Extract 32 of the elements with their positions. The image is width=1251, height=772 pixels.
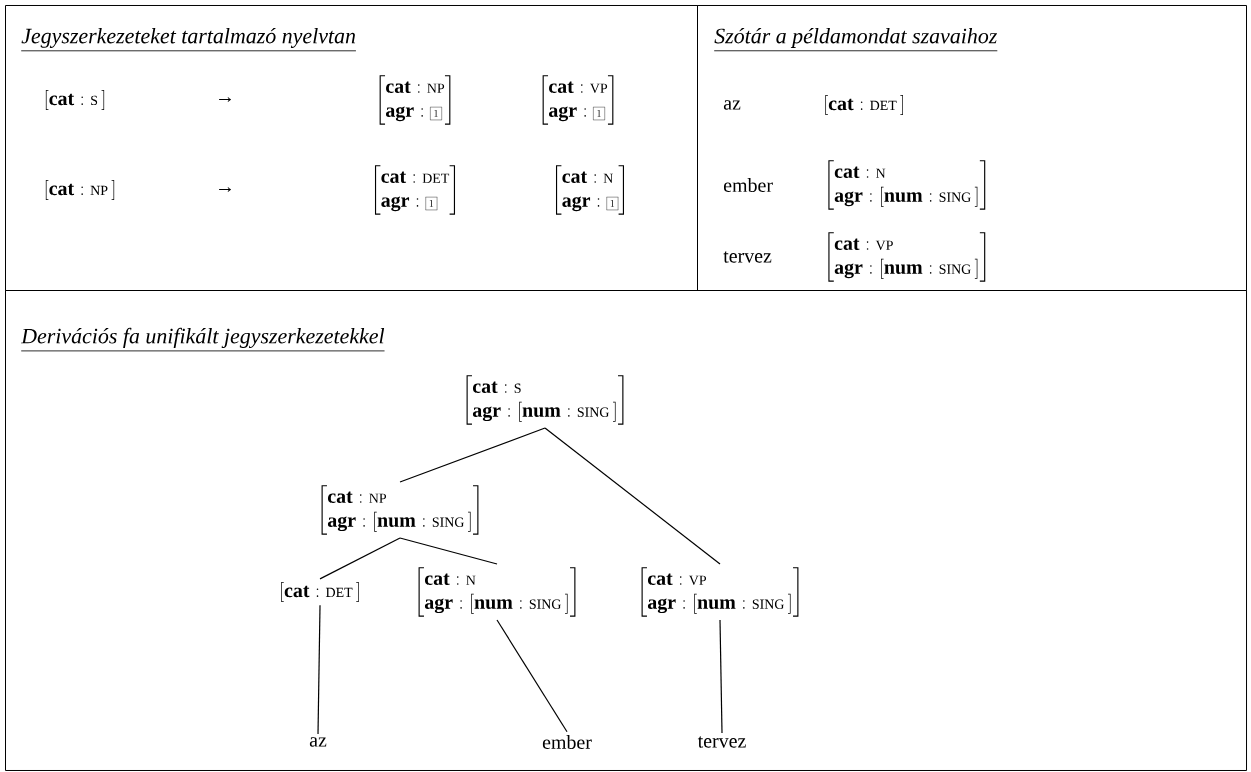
tree-branch [399,427,546,483]
word: ember [542,735,592,749]
feature-matrix: $\left[\begin{array}{@{}l@{}}\mathbf{cat} : \mathrm{\scriptstyle VP}\\ \mathbf{agr} : \left[\mathbf{num} : \mathrm{\scriptstyle SING}\,\right]\end{array}\right]$ [641,567,799,617]
word: az [309,737,327,747]
section-heading: Jegyszerkezeteket tartalmazó nyelvtan [20,27,357,52]
tree-branch [496,619,568,733]
feature-matrix: $\left[\begin{array}{@{}l@{}}\mathbf{cat} : \mathrm{\scriptstyle VP}\\ \mathbf{agr} : \boxed{\scriptscriptstyle 1}\end{array}\right]$ [542,75,614,125]
feature-matrix: $\left[\begin{array}{@{}l@{}}\mathbf{cat} : \mathrm{\scriptstyle NP}\\ \mathbf{agr} : \left[\mathbf{num} : \mathrm{\scriptstyle SING}\,\right]\end{array}\right]$ [321,485,479,535]
feature-matrix: $\left[\mathbf{cat} : \mathrm{\scriptstyle DET}\,\right]$ [281,582,359,602]
feature-matrix: $\left[\begin{array}{@{}l@{}}\mathbf{cat} : \mathrm{\scriptstyle N}\\ \mathbf{agr} : \boxed{\scriptscriptstyle 1}\end{array}\right]$ [556,165,624,215]
feature-matrix: $\left[\begin{array}{@{}l@{}}\mathbf{cat} : \mathrm{\scriptstyle VP}\\ \mathbf{agr} : \left[\mathbf{num} : \mathrm{\scriptstyle SING}\,\right]\end{array}\right]$ [828,232,986,282]
word: tervez [697,736,746,748]
feature-matrix: $\left[\begin{array}{@{}l@{}}\mathbf{cat} : \mathrm{\scriptstyle DET}\\ \mathbf{agr} : \boxed{\scriptscriptstyle 1}\end{array}\right]$ [374,165,455,215]
word: az [723,100,741,110]
feature-matrix: $\left[\begin{array}{@{}l@{}}\mathbf{cat} : \mathrm{\scriptstyle N}\\ \mathbf{agr} : \left[\mathbf{num} : \mathrm{\scriptstyle SING}\,\right]\end{array}\right]$ [418,567,576,617]
word: tervez [723,251,772,263]
tree-branch [319,537,401,580]
feature-matrix: $\left[\begin{array}{@{}l@{}}\mathbf{cat} : \mathrm{\scriptstyle N}\\ \mathbf{agr} : \left[\mathbf{num} : \mathrm{\scriptstyle SING}\,\right]\end{array}\right]$ [828,160,986,210]
feature-matrix: $\left[\begin{array}{@{}l@{}}\mathbf{cat} : \mathrm{\scriptstyle S}\\ \mathbf{agr} : \left[\mathbf{num} : \mathrm{\scriptstyle SING}\,\right]\end{array}\right]$ [466,375,624,425]
rewrite-arrow: → [219,97,231,102]
tree-branch [317,604,321,735]
tree-branch [399,537,498,565]
section-heading: Szótár a példamondat szavaihoz [713,28,998,52]
tree-branch [719,619,723,734]
feature-matrix: $\left[\mathbf{cat} : \mathrm{\scriptstyle DET}\,\right]$ [825,95,903,115]
feature-matrix: $\left[\mathbf{cat} : \mathrm{\scriptstyle S}\,\right]$ [45,90,105,110]
word: ember [724,178,773,192]
section-heading: Derivációs fa unifikált jegyszerkezetekkel [20,327,385,352]
feature-matrix: $\left[\begin{array}{@{}l@{}}\mathbf{cat} : \mathrm{\scriptstyle NP}\\ \mathbf{agr} : \boxed{\scriptscriptstyle 1}\end{array}\right]$ [379,75,451,125]
feature-matrix: $\left[\mathbf{cat} : \mathrm{\scriptstyle NP}\,\right]$ [45,180,115,200]
tree-branch [544,427,721,565]
rewrite-arrow: → [219,187,231,192]
